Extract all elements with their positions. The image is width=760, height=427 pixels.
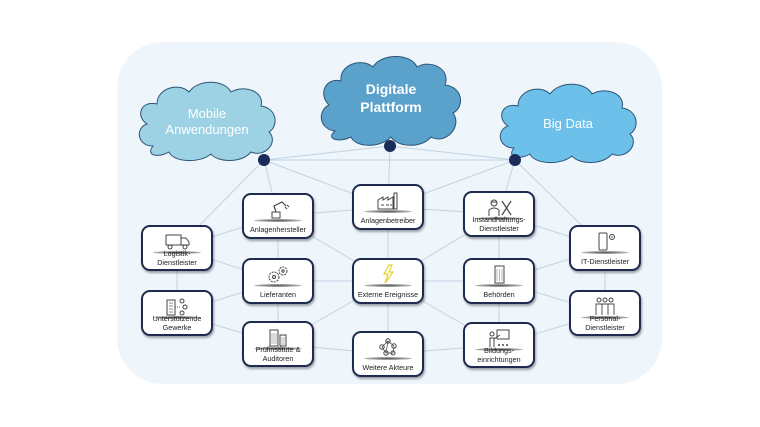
lightning-icon [354,264,422,284]
icon-shadow [153,316,201,319]
label-line: Externe Ereignisse [357,290,419,299]
node-instandhaltungs-dienstleister[interactable]: Instandhaltungs- Dienstleister [463,191,535,237]
node-weitere-akteure[interactable]: Weitere Akteure [352,331,424,377]
robot-arm-icon [244,199,312,219]
node-label: Instandhaltungs- Dienstleister [465,215,533,233]
node-unterstuetzende-gewerke[interactable]: Unterstützende Gewerke [141,290,213,336]
label-line: Dienstleister [479,224,519,233]
label-line: Dienstleister [585,323,625,332]
label-line: Weitere Akteure [362,363,414,372]
label-line: Instandhaltungs- [472,215,526,224]
node-anlagenhersteller[interactable]: Anlagenhersteller [242,193,314,239]
node-label: Logistik- Dienstleister [143,249,211,267]
node-label: Weitere Akteure [354,363,422,372]
node-anlagenbetreiber[interactable]: Anlagenbetreiber [352,184,424,230]
connector-dot-mobile [258,154,270,166]
icon-shadow [475,284,523,287]
icon-shadow [153,251,201,254]
node-personal-dienstleister[interactable]: Personal- Dienstleister [569,290,641,336]
network-icon [354,337,422,357]
people-icon [571,296,639,316]
icon-shadow [475,348,523,351]
node-label: Anlagenbetreiber [354,216,422,225]
node-lieferanten[interactable]: Lieferanten [242,258,314,304]
label-line: Auditoren [262,354,294,363]
node-label: IT-Dienstleister [571,257,639,266]
node-label: Bildungs- einrichtungen [465,346,533,364]
icon-shadow [364,210,412,213]
label-line: Logistik- [163,249,191,258]
cloud-label-line: Anwendungen [165,122,249,138]
cloud-label-line: Mobile [187,106,227,121]
label-line: Dienstleister [157,258,197,267]
cloud-label-line: Plattform [360,98,422,115]
icon-shadow [254,284,302,287]
node-label: Externe Ereignisse [354,290,422,299]
tower-building-icon [465,264,533,284]
cloud-label-line: Big Data [543,116,593,131]
node-label: Unterstützende Gewerke [143,314,211,332]
node-label: Behörden [465,290,533,299]
label-line: Prüfinstitute & [255,345,301,354]
worker-tools-icon [465,197,533,217]
truck-icon [143,231,211,251]
node-label: Lieferanten [244,290,312,299]
teacher-board-icon [465,328,533,348]
label-line: Anlagenbetreiber [360,216,416,225]
node-it-dienstleister[interactable]: IT-Dienstleister [569,225,641,271]
label-line: Gewerke [162,323,192,332]
icon-shadow [364,284,412,287]
icon-shadow [581,316,629,319]
label-line: Unterstützende [152,314,202,323]
label-line: Behörden [483,290,515,299]
cloud-big-data: Big Data [494,78,642,164]
edge-mobile-platform [263,145,391,161]
node-bildungseinrichtungen[interactable]: Bildungs- einrichtungen [463,322,535,368]
icon-shadow [254,219,302,222]
office-buildings-icon [244,327,312,347]
cloud-label-line: Digitale [365,81,417,97]
cloud-shape [138,81,276,161]
icon-shadow [475,217,523,220]
factory-icon [354,190,422,210]
node-externe-ereignisse[interactable]: Externe Ereignisse [352,258,424,304]
label-line: Lieferanten [260,290,296,299]
icon-shadow [254,347,302,350]
icon-shadow [581,251,629,254]
cloud-digitale-plattform: Digitale Plattform [317,53,465,147]
cloud-shape [499,83,637,163]
tablet-gear-icon [571,231,639,251]
connector-dot-bigdata [509,154,521,166]
label-line: Personal- [589,314,621,323]
gears-icon [244,264,312,284]
icon-shadow [364,357,412,360]
node-label: Prüfinstitute & Auditoren [244,345,312,363]
building-network-icon [143,296,211,316]
edge-platform-bigdata [389,145,516,161]
label-line: IT-Dienstleister [581,257,629,266]
node-logistik-dienstleister[interactable]: Logistik- Dienstleister [141,225,213,271]
connector-dot-platform [384,140,396,152]
cloud-shape [320,56,461,146]
label-line: einrichtungen [477,355,521,364]
node-pruefinstitute-auditoren[interactable]: Prüfinstitute & Auditoren [242,321,314,367]
node-label: Anlagenhersteller [244,225,312,234]
cloud-mobile-anwendungen: Mobile Anwendungen [133,76,281,162]
node-label: Personal- Dienstleister [571,314,639,332]
node-behoerden[interactable]: Behörden [463,258,535,304]
label-line: Bildungs- [484,346,514,355]
label-line: Anlagenhersteller [250,225,306,234]
